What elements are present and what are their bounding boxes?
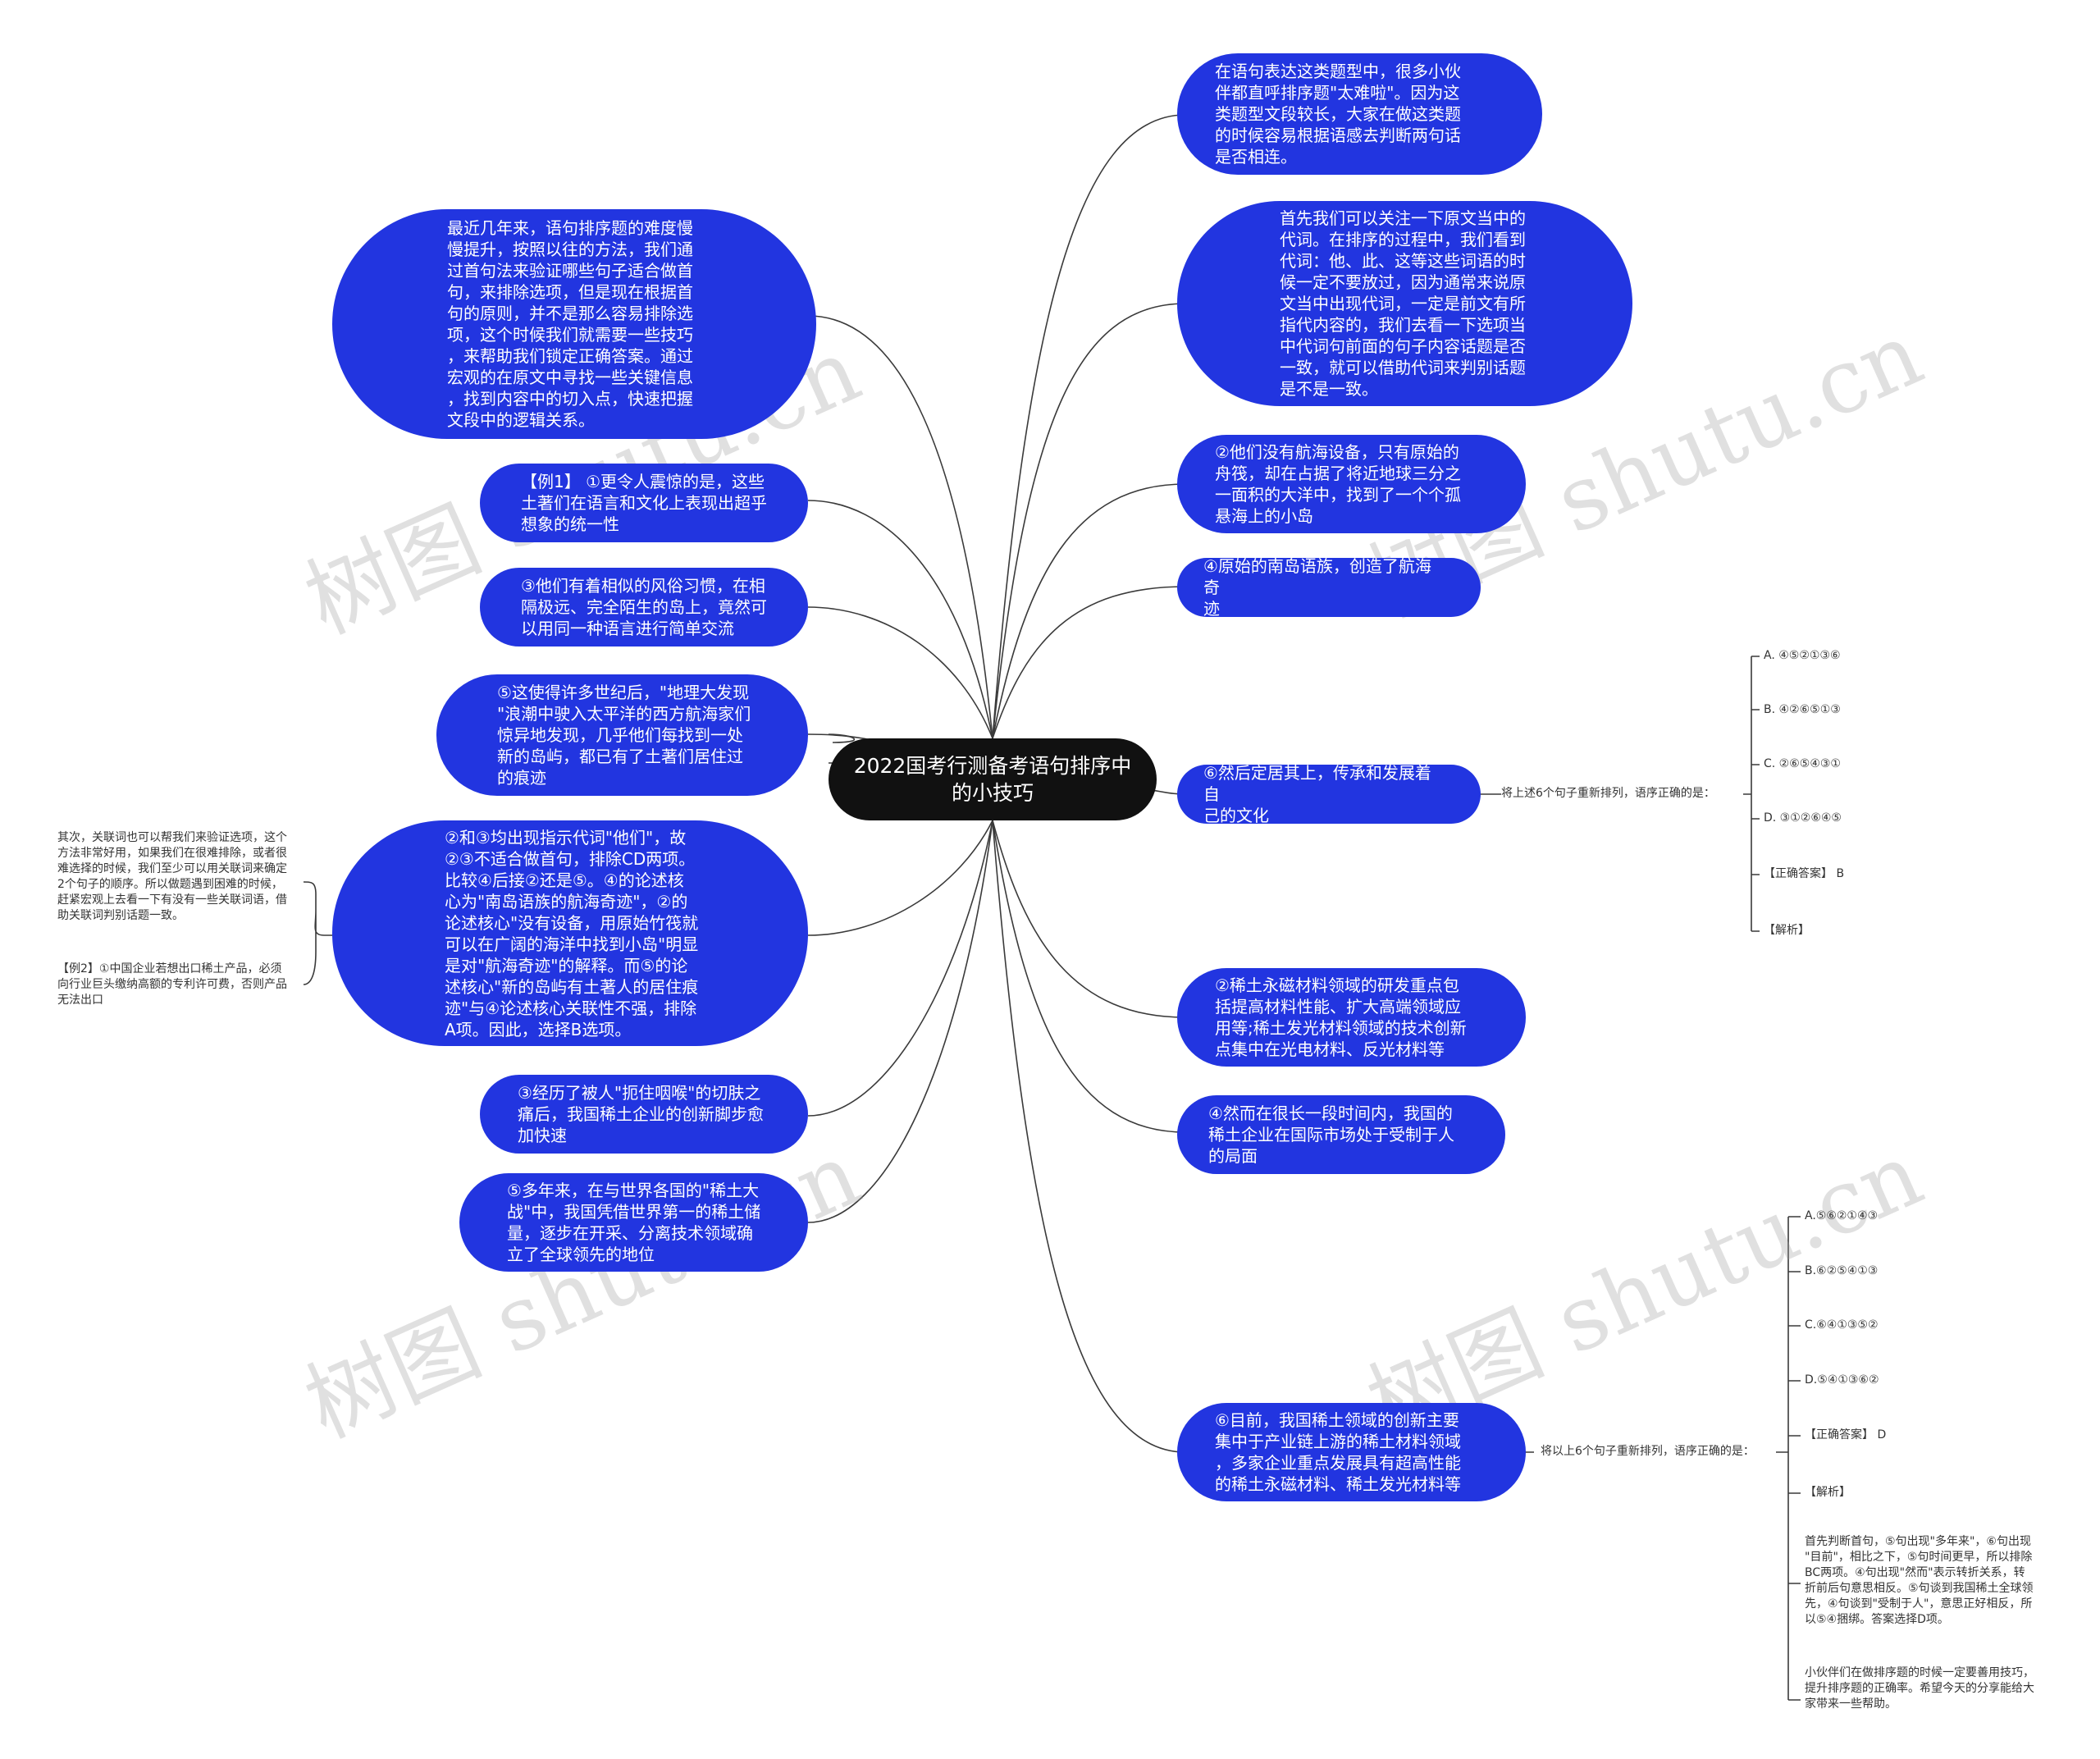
note-related-words: 其次，关联词也可以帮我们来验证选项，这个 方法非常好用，如果我们在很难排除，或者…	[57, 831, 287, 922]
link-l3	[807, 606, 993, 739]
link-l5	[807, 820, 993, 936]
node-left-4[interactable]: ⑤这使得许多世纪后，"地理大发现 "浪潮中驶入太平洋的西方航海家们 惊异地发现，…	[436, 674, 808, 796]
question1-answer: 【正确答案】 B	[1764, 867, 1845, 880]
node-left-1-text: 最近几年来，语句排序题的难度慢 慢提升，按照以往的方法，我们通 过首句法来验证哪…	[447, 218, 693, 430]
link-l5-leaves	[303, 881, 332, 985]
central-topic-label: 2022国考行测备考语句排序中的小技巧	[853, 754, 1132, 805]
node-left-5-text: ②和③均出现指示代词"他们"，故 ②③不适合做首句，排除CD两项。 比较④后接②…	[445, 827, 699, 1039]
link-r3	[992, 483, 1186, 739]
node-right-3[interactable]: ②他们没有航海设备，只有原始的 舟筏，却在占据了将近地球三分之 一面积的大洋中，…	[1177, 435, 1526, 533]
node-left-3[interactable]: ③他们有着相似的风俗习惯，在相 隔极远、完全陌生的岛上，竟然可 以用同一种语言进…	[480, 568, 808, 646]
question1-option: C. ②⑥⑤④③①	[1764, 757, 1841, 770]
node-right-7-text: ④然而在很长一段时间内，我国的 稀土企业在国际市场处于受制于人 的局面	[1208, 1103, 1454, 1166]
question2-analysis: 首先判断首句，⑤句出现"多年来"，⑥句出现 "目前"，相比之下，⑤句时间更早，所…	[1805, 1535, 2034, 1626]
node-left-7[interactable]: ⑤多年来，在与世界各国的"稀土大 战"中，我国凭借世界第一的稀土储 量，逐步在开…	[459, 1173, 808, 1272]
question2-option: B.⑥②⑤④①③	[1805, 1264, 1879, 1277]
question2-option: A.⑤⑥②①④③	[1805, 1209, 1879, 1222]
node-right-6-text: ②稀土永磁材料领域的研发重点包 括提高材料性能、扩大高端领域应 用等;稀土发光材…	[1215, 975, 1467, 1059]
question2-option: D.⑤④①③⑥②	[1805, 1373, 1879, 1387]
node-left-1[interactable]: 最近几年来，语句排序题的难度慢 慢提升，按照以往的方法，我们通 过首句法来验证哪…	[332, 209, 816, 439]
node-right-5-text: ⑥然后定居其上，传承和发展着自 己的文化	[1203, 763, 1431, 825]
link-q2-bracket	[1776, 1216, 1801, 1701]
node-left-7-text: ⑤多年来，在与世界各国的"稀土大 战"中，我国凭借世界第一的稀土储 量，逐步在开…	[507, 1181, 761, 1264]
node-right-4[interactable]: ④原始的南岛语族，创造了航海奇 迹	[1177, 556, 1481, 619]
node-right-8[interactable]: ⑥目前，我国稀土领域的创新主要 集中于产业链上游的稀土材料领域 ，多家企业重点发…	[1177, 1403, 1526, 1501]
question1-analysis-label: 【解析】	[1764, 924, 1810, 937]
note-example-2: 【例2】①中国企业若想出口稀土产品，必须 向行业巨头缴纳高额的专利许可费，否则产…	[57, 962, 287, 1007]
node-left-4-text: ⑤这使得许多世纪后，"地理大发现 "浪潮中驶入太平洋的西方航海家们 惊异地发现，…	[497, 683, 751, 788]
node-right-6[interactable]: ②稀土永磁材料领域的研发重点包 括提高材料性能、扩大高端领域应 用等;稀土发光材…	[1177, 968, 1526, 1067]
link-q1-bracket	[1743, 656, 1760, 932]
question2-answer: 【正确答案】 D	[1805, 1428, 1887, 1441]
link-r8	[992, 820, 1186, 1453]
question2-closing: 小伙伴们在做排序题的时候一定要善用技巧， 提升排序题的正确率。希望今天的分享能给…	[1805, 1666, 2034, 1711]
question2-analysis-label: 【解析】	[1805, 1486, 1851, 1499]
link-r2	[992, 303, 1186, 739]
link-l7	[807, 820, 993, 1223]
link-r1	[992, 114, 1186, 739]
question2-option: C.⑥④①③⑤②	[1805, 1318, 1879, 1332]
node-left-2[interactable]: 【例1】 ①更令人震惊的是，这些 土著们在语言和文化上表现出超乎 想象的统一性	[480, 464, 808, 542]
link-r4	[992, 586, 1186, 739]
question1-option: B. ④②⑥⑤①③	[1764, 703, 1841, 716]
node-right-2[interactable]: 首先我们可以关注一下原文当中的 代词。在排序的过程中，我们看到 代词：他、此、这…	[1177, 201, 1632, 406]
question1-prompt: 将上述6个句子重新排列，语序正确的是：	[1501, 787, 1715, 800]
node-left-3-text: ③他们有着相似的风俗习惯，在相 隔极远、完全陌生的岛上，竟然可 以用同一种语言进…	[521, 576, 767, 638]
node-right-1[interactable]: 在语句表达这类题型中，很多小伙 伴都直呼排序题"太难啦"。因为这 类题型文段较长…	[1177, 53, 1542, 175]
node-left-5[interactable]: ②和③均出现指示代词"他们"，故 ②③不适合做首句，排除CD两项。 比较④后接②…	[332, 820, 808, 1046]
node-left-2-text: 【例1】 ①更令人震惊的是，这些 土著们在语言和文化上表现出超乎 想象的统一性	[521, 472, 767, 534]
node-right-8-text: ⑥目前，我国稀土领域的创新主要 集中于产业链上游的稀土材料领域 ，多家企业重点发…	[1215, 1410, 1461, 1494]
question1-option: D. ③①②⑥④⑤	[1764, 811, 1842, 825]
node-left-6-text: ③经历了被人"扼住咽喉"的切肤之 痛后，我国稀土企业的创新脚步愈 加快速	[518, 1083, 764, 1145]
node-right-1-text: 在语句表达这类题型中，很多小伙 伴都直呼排序题"太难啦"。因为这 类题型文段较长…	[1215, 62, 1461, 167]
node-right-5[interactable]: ⑥然后定居其上，传承和发展着自 己的文化	[1177, 763, 1481, 825]
central-topic[interactable]: 2022国考行测备考语句排序中的小技巧	[829, 738, 1157, 820]
node-right-7[interactable]: ④然而在很长一段时间内，我国的 稀土企业在国际市场处于受制于人 的局面	[1177, 1095, 1505, 1174]
link-l1	[807, 315, 993, 739]
node-right-2-text: 首先我们可以关注一下原文当中的 代词。在排序的过程中，我们看到 代词：他、此、这…	[1280, 208, 1526, 399]
link-l6	[807, 820, 993, 1117]
link-r7	[992, 820, 1186, 1133]
node-right-3-text: ②他们没有航海设备，只有原始的 舟筏，却在占据了将近地球三分之 一面积的大洋中，…	[1215, 442, 1461, 526]
link-r6	[992, 820, 1186, 1018]
link-l2	[807, 500, 993, 739]
question1-option: A. ④⑤②①③⑥	[1764, 649, 1841, 662]
node-left-6[interactable]: ③经历了被人"扼住咽喉"的切肤之 痛后，我国稀土企业的创新脚步愈 加快速	[480, 1075, 808, 1154]
question2-prompt: 将以上6个句子重新排列，语序正确的是：	[1541, 1445, 1755, 1458]
node-right-4-text: ④原始的南岛语族，创造了航海奇 迹	[1203, 556, 1431, 619]
